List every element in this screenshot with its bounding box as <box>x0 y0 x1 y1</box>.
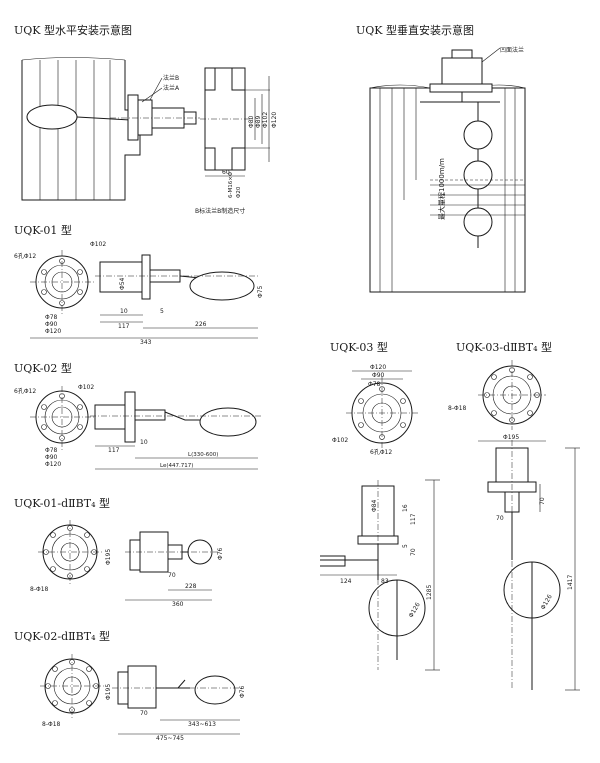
dim-117-b: 117 <box>108 447 120 454</box>
label-concave-flange: 凹面法兰 <box>500 46 524 54</box>
label-holes-12: 6孔Φ12 <box>14 252 36 260</box>
label-dia-120-b: Φ120 <box>45 461 61 468</box>
dim-20: Φ20 <box>236 186 242 198</box>
label-dia-195-b: Φ195 <box>105 684 112 700</box>
uqk02-drawing: 6孔Φ12 Φ102 Φ78 Φ90 Φ120 117 10 L(330-600… <box>14 384 262 470</box>
label-dia-84: Φ84 <box>371 499 378 512</box>
label-dia-120: Φ120 <box>45 328 61 335</box>
label-dia-78-b: Φ78 <box>45 447 58 454</box>
dim-10-b: 10 <box>140 439 148 446</box>
dim-343: 343 <box>140 339 152 346</box>
vertical-install-drawing: 凹面法兰 最大量程1000m/m <box>369 46 526 293</box>
dim-83: 83 <box>381 578 389 585</box>
dim-70-d: 70 <box>496 515 504 522</box>
dim-70-c: 70 <box>410 548 417 556</box>
title-uqk-01-d: UQK-01-dⅡBT₄ 型 <box>14 497 110 510</box>
dim-102: Φ102 <box>262 112 269 128</box>
uqk03-drawing: Φ120 Φ90 Φ78 Φ102 6孔Φ12 Φ84 117 16 5 70 … <box>320 364 440 671</box>
uqk03d-drawing: 8-Φ18 Φ195 70 Φ126 1417 70 <box>448 360 580 691</box>
uqk02d-drawing: Φ195 8-Φ18 Φ76 70 343~613 475~745 <box>40 654 246 742</box>
dim-226: 226 <box>195 321 207 328</box>
label-dia-75: Φ75 <box>257 285 264 298</box>
hole-spec: 6-M16×Φ <box>228 171 234 198</box>
title-uqk-02-d: UQK-02-dⅡBT₄ 型 <box>14 630 110 643</box>
dim-70-e: 70 <box>539 497 546 505</box>
label-dia-195-c: Φ195 <box>503 434 519 441</box>
dim-117-c: 117 <box>410 513 417 525</box>
dim-117: 117 <box>118 323 130 330</box>
dim-L: L(330-600) <box>188 452 218 458</box>
label-flange-a: 法兰A <box>163 84 180 92</box>
label-dia-102-c: Φ102 <box>332 437 348 444</box>
label-dia-102-b: Φ102 <box>78 384 94 391</box>
dim-16: 16 <box>402 504 409 512</box>
uqk01d-drawing: Φ195 8-Φ18 Φ76 70 228 360 <box>30 520 224 608</box>
note-horizontal: B标法兰B制造尺寸 <box>195 207 245 215</box>
label-holes-18-b: 8-Φ18 <box>42 721 61 728</box>
title-uqk-03: UQK-03 型 <box>330 341 388 354</box>
dim-Le: Le(447.717) <box>160 463 193 469</box>
label-dia-78-c: Φ78 <box>368 381 381 388</box>
dim-70: 70 <box>168 572 176 579</box>
label-dia-195: Φ195 <box>105 549 112 565</box>
title-uqk-01: UQK-01 型 <box>14 224 72 237</box>
title-uqk-03-d: UQK-03-dⅡBT₄ 型 <box>456 341 552 354</box>
dim-120: Φ120 <box>271 112 278 128</box>
title-uqk-02: UQK-02 型 <box>14 362 72 375</box>
label-dia-76: Φ76 <box>217 547 224 560</box>
dim-5: 5 <box>160 308 164 315</box>
label-dia-90: Φ90 <box>45 321 58 328</box>
label-dia-102: Φ102 <box>90 241 106 248</box>
dim-360: 360 <box>172 601 184 608</box>
dim-1417: 1417 <box>567 575 574 590</box>
label-dia-90-c: Φ90 <box>372 372 385 379</box>
label-max-range: 最大量程1000m/m <box>437 158 446 220</box>
dim-228: 228 <box>185 583 197 590</box>
dim-10: 10 <box>120 308 128 315</box>
label-holes-12-b: 6孔Φ12 <box>14 387 36 395</box>
label-dia-76-b: Φ76 <box>239 685 246 698</box>
dim-60: 60 <box>222 169 230 176</box>
dim-70-b: 70 <box>140 710 148 717</box>
label-dia-120-c: Φ120 <box>370 364 386 371</box>
label-holes-18-c: 8-Φ18 <box>448 405 467 412</box>
title-horizontal-install: UQK 型水平安装示意图 <box>14 24 133 37</box>
dim-5-c: 5 <box>402 544 409 548</box>
label-dia-54: Φ54 <box>119 277 126 290</box>
dim-343-613: 343~613 <box>188 721 216 728</box>
label-holes-18: 8-Φ18 <box>30 586 49 593</box>
label-holes-12-c: 6孔Φ12 <box>370 448 392 456</box>
label-dia-90-b: Φ90 <box>45 454 58 461</box>
dim-124: 124 <box>340 578 352 585</box>
dim-1285: 1285 <box>426 585 433 600</box>
horizontal-install-drawing: 法兰B 法兰A Φ80 Φ89 Φ102 Φ120 60 6-M16×Φ Φ20… <box>21 57 278 215</box>
dim-89: Φ89 <box>255 115 262 128</box>
label-dia-78: Φ78 <box>45 314 58 321</box>
label-flange-b: 法兰B <box>163 74 179 82</box>
uqk01-drawing: 6孔Φ12 Φ102 Φ78 Φ90 Φ120 Φ54 Φ75 10 5 117… <box>14 241 264 346</box>
dim-80: Φ80 <box>248 115 255 128</box>
dim-475-745: 475~745 <box>156 735 184 742</box>
title-vertical-install: UQK 型垂直安装示意图 <box>356 24 475 37</box>
